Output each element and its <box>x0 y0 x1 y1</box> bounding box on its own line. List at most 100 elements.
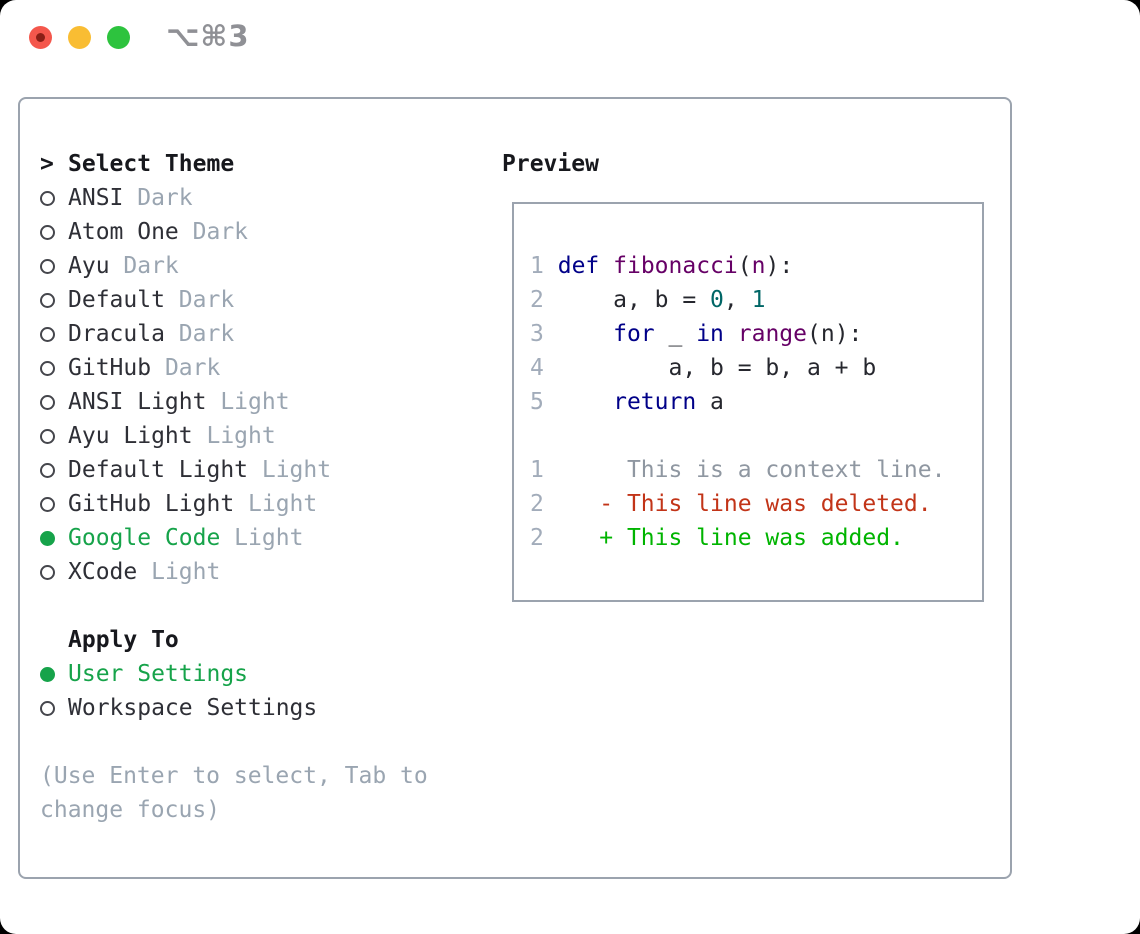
theme-name: Dracula <box>68 321 165 347</box>
window-title: ⌥⌘3 <box>166 19 250 53</box>
code-token: a, b = <box>543 287 711 313</box>
theme-name: Atom One <box>68 219 179 245</box>
theme-variant-tag: Light <box>192 423 276 449</box>
theme-variant-tag: Dark <box>123 185 193 211</box>
code-token <box>544 389 613 415</box>
code-line: 5 return a <box>530 385 982 419</box>
code-token: 1 <box>751 287 766 313</box>
theme-name: GitHub Light <box>68 491 235 517</box>
radio-icon <box>40 394 68 410</box>
radio-circle-icon <box>40 530 55 546</box>
code-token: n <box>751 253 766 279</box>
radio-icon <box>40 564 68 580</box>
minimize-button[interactable] <box>68 26 91 49</box>
code-line: 2 + This line was added. <box>530 521 982 555</box>
line-number: 2 <box>530 491 544 517</box>
code-line: 3 for _ in range(n): <box>530 317 982 351</box>
radio-icon <box>40 496 68 512</box>
theme-option-default[interactable]: Default Dark <box>40 283 464 317</box>
apply-option-label: Workspace Settings <box>68 695 318 721</box>
theme-option-ayu[interactable]: Ayu Dark <box>40 249 464 283</box>
apply-option-workspace-settings[interactable]: Workspace Settings <box>40 691 464 725</box>
apply-to-header: Apply To <box>40 623 464 657</box>
theme-name: ANSI <box>68 185 124 211</box>
theme-option-ansi-light[interactable]: ANSI Light Light <box>40 385 464 419</box>
theme-variant-tag: Light <box>234 491 318 517</box>
theme-option-github-light[interactable]: GitHub Light Light <box>40 487 464 521</box>
line-number: 2 <box>530 525 544 551</box>
theme-variant-tag: Light <box>248 457 332 483</box>
select-theme-header: > Select Theme <box>40 147 464 181</box>
radio-icon <box>40 224 68 240</box>
theme-variant-tag: Dark <box>178 219 249 245</box>
theme-name: Default <box>68 287 165 313</box>
radio-icon <box>40 190 68 206</box>
select-theme-title: Select Theme <box>68 151 235 177</box>
code-token: in <box>696 321 724 347</box>
code-token: a, b = b, a + b <box>543 355 877 381</box>
code-token: (n): <box>807 321 863 347</box>
radio-icon <box>40 666 68 682</box>
theme-option-github[interactable]: GitHub Dark <box>40 351 464 385</box>
apply-option-label: User Settings <box>68 661 249 687</box>
radio-circle-icon <box>40 496 55 512</box>
code-line: 4 a, b = b, a + b <box>530 351 982 385</box>
theme-option-xcode[interactable]: XCode Light <box>40 555 464 589</box>
radio-circle-icon <box>40 258 55 274</box>
code-line: 2 a, b = 0, 1 <box>530 283 982 317</box>
keyboard-hint: (Use Enter to select, Tab to change focu… <box>40 763 428 823</box>
code-token: This is a context line. <box>543 457 946 483</box>
spacer <box>40 589 464 623</box>
radio-circle-icon <box>40 666 55 682</box>
radio-circle-icon <box>40 326 55 342</box>
code-token: ): <box>765 253 794 279</box>
theme-name: Ayu Light <box>68 423 193 449</box>
theme-variant-tag: Light <box>220 525 304 551</box>
code-token: ( <box>737 253 752 279</box>
radio-icon <box>40 700 68 716</box>
radio-circle-icon <box>40 394 55 410</box>
zoom-button[interactable] <box>107 26 130 49</box>
preview-title: Preview <box>502 151 599 177</box>
radio-circle-icon <box>40 360 55 376</box>
code-line: 2 - This line was deleted. <box>530 487 982 521</box>
close-button[interactable] <box>29 26 52 49</box>
theme-variant-tag: Dark <box>109 253 179 279</box>
spacer <box>40 725 464 759</box>
radio-icon <box>40 258 68 274</box>
radio-icon <box>40 530 68 546</box>
theme-option-default-light[interactable]: Default Light Light <box>40 453 464 487</box>
radio-circle-icon <box>40 564 55 580</box>
code-token <box>544 491 599 517</box>
theme-option-dracula[interactable]: Dracula Dark <box>40 317 464 351</box>
code-token <box>599 253 613 279</box>
theme-variant-tag: Light <box>206 389 290 415</box>
radio-icon <box>40 428 68 444</box>
code-token <box>544 253 558 279</box>
radio-circle-icon <box>40 292 55 308</box>
theme-option-ansi[interactable]: ANSI Dark <box>40 181 464 215</box>
code-token <box>544 321 613 347</box>
theme-variant-tag: Dark <box>164 321 235 347</box>
code-token: 0 <box>710 287 724 313</box>
theme-option-google-code[interactable]: Google Code Light <box>40 521 464 555</box>
radio-icon <box>40 326 68 342</box>
code-line: 1 This is a context line. <box>530 453 982 487</box>
code-token: range <box>737 321 808 347</box>
theme-name: GitHub <box>68 355 152 381</box>
code-token: _ <box>654 321 697 347</box>
code-token: for <box>613 321 655 347</box>
radio-circle-icon <box>40 462 55 478</box>
apply-option-user-settings[interactable]: User Settings <box>40 657 464 691</box>
code-line: 1 def fibonacci(n): <box>530 249 982 283</box>
line-number: 1 <box>530 253 544 279</box>
code-token <box>724 321 738 347</box>
theme-option-ayu-light[interactable]: Ayu Light Light <box>40 419 464 453</box>
theme-option-atom-one[interactable]: Atom One Dark <box>40 215 464 249</box>
